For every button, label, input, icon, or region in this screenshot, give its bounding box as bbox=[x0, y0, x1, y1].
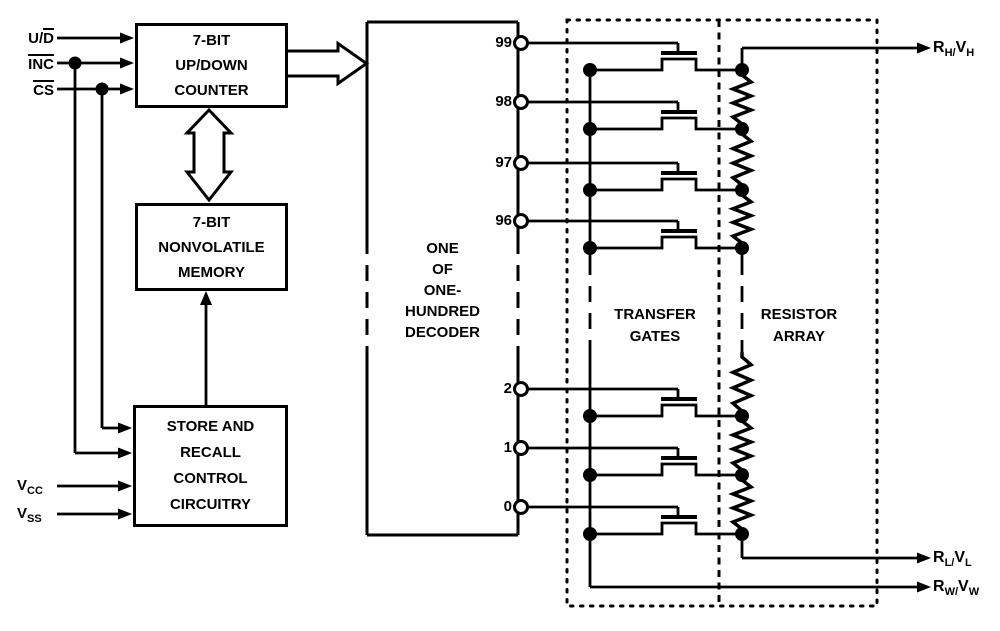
decoder-label: ONE OF ONE- HUNDRED DECODER bbox=[404, 240, 480, 341]
terminal-label-rh: RH/VH bbox=[933, 38, 975, 60]
transfer-gate-0 bbox=[512, 498, 751, 543]
cs-overline: CS bbox=[33, 80, 54, 99]
pin-label-cs: CS bbox=[8, 80, 54, 101]
pin-label-vss: VSS bbox=[17, 504, 42, 525]
decoder-output-1: 1 bbox=[503, 439, 512, 456]
decoder-output-98: 98 bbox=[495, 93, 512, 110]
pin-label-vcc: VCC bbox=[17, 476, 43, 497]
store-to-memory-arrow bbox=[200, 291, 212, 405]
resistor bbox=[728, 352, 756, 416]
decoder-output-99: 99 bbox=[495, 34, 512, 51]
rh-wire bbox=[740, 42, 931, 70]
pin-label-ud: U/D bbox=[8, 28, 54, 49]
updown-counter-block: 7-BIT UP/DOWN COUNTER bbox=[135, 23, 288, 108]
terminal-label-rw: RW/VW bbox=[933, 577, 980, 599]
transfer-gate-98 bbox=[512, 93, 751, 138]
counter-memory-bus-arrow bbox=[183, 107, 235, 203]
resistor bbox=[728, 416, 756, 475]
junction-dot bbox=[68, 56, 82, 70]
pin-label-inc: INC bbox=[8, 54, 54, 75]
resistor-array-label: RESISTOR ARRAY bbox=[760, 306, 838, 345]
vcc-sub: CC bbox=[27, 485, 43, 497]
rl-sub1: L/ bbox=[944, 557, 955, 570]
vss-sub: SS bbox=[27, 513, 42, 525]
resistor bbox=[728, 70, 756, 129]
rw-r: R bbox=[933, 578, 945, 595]
rh-sub1: H/ bbox=[944, 47, 956, 60]
rh-r: R bbox=[933, 39, 945, 56]
inc-overline: INC bbox=[28, 54, 54, 73]
counter-decoder-bus-arrow bbox=[288, 40, 370, 87]
transfer-gate-2 bbox=[512, 380, 751, 425]
resistor bbox=[728, 190, 756, 248]
decoder-output-96: 96 bbox=[495, 212, 512, 229]
transfer-gate-1 bbox=[512, 439, 751, 484]
store-recall-block: STORE AND RECALL CONTROL CIRCUITRY bbox=[133, 405, 288, 527]
resistor-chain bbox=[728, 70, 756, 534]
ud-overline: D bbox=[43, 28, 54, 47]
transfer-gate-97 bbox=[512, 154, 751, 199]
vss-base: V bbox=[17, 505, 28, 522]
decoder-output-2: 2 bbox=[503, 380, 512, 397]
vcc-base: V bbox=[17, 477, 28, 494]
input-arrowheads bbox=[68, 32, 134, 520]
decoder-output-0: 0 bbox=[503, 498, 512, 515]
rl-r: R bbox=[933, 549, 945, 566]
rl-v: V bbox=[954, 549, 966, 566]
nonvolatile-memory-block: 7-BIT NONVOLATILE MEMORY bbox=[135, 203, 288, 291]
transfer-gate-99 bbox=[512, 34, 751, 79]
resistor bbox=[728, 129, 756, 190]
transfer-gate-stages bbox=[512, 34, 751, 543]
rl-wire bbox=[740, 534, 931, 564]
rw-sub1: W/ bbox=[944, 586, 959, 599]
rh-v: V bbox=[955, 39, 967, 56]
dotted-outer-box bbox=[565, 18, 879, 608]
transfer-gate-96 bbox=[512, 212, 751, 257]
junction-dot bbox=[95, 82, 109, 96]
rw-sub2: W bbox=[968, 586, 980, 599]
rh-sub2: H bbox=[966, 47, 975, 60]
decoder-output-97: 97 bbox=[495, 154, 512, 171]
resistor bbox=[728, 475, 756, 534]
rl-sub2: L bbox=[965, 557, 972, 570]
input-wires bbox=[57, 36, 121, 516]
rw-v: V bbox=[958, 578, 969, 595]
terminal-label-rl: RL/VL bbox=[933, 548, 972, 570]
transfer-gates-label: TRANSFER GATES bbox=[614, 306, 696, 345]
ud-base: U/ bbox=[28, 30, 44, 47]
